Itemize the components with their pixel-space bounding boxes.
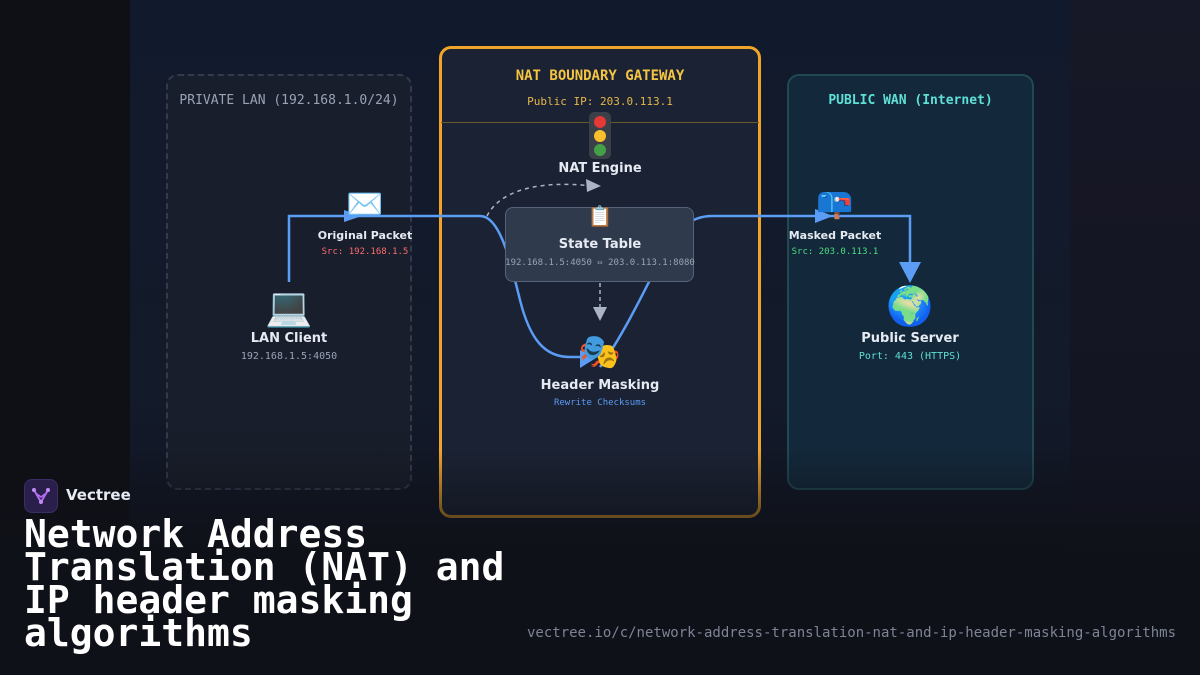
mailbox-icon: 📪 bbox=[816, 186, 854, 221]
public-server-port: Port: 443 (HTTPS) bbox=[858, 351, 962, 362]
arrow-to-original-packet bbox=[344, 210, 362, 222]
bottom-fade bbox=[0, 450, 1200, 675]
zone-title-lan: PRIVATE LAN (192.168.1.0/24) bbox=[179, 93, 399, 108]
public-ip-label: Public IP: 203.0.113.1 bbox=[527, 95, 673, 108]
nat-engine-label: NAT Engine bbox=[558, 161, 642, 176]
flow-path-outbound bbox=[287, 214, 588, 359]
header-masking-sub: Rewrite Checksums bbox=[553, 398, 647, 408]
private-lan-zone: PRIVATE LAN (192.168.1.0/24) bbox=[166, 74, 412, 490]
zone-title-wan: PUBLIC WAN (Internet) bbox=[828, 93, 993, 108]
arrow-to-header-masking bbox=[580, 350, 596, 368]
masked-packet-src: Src: 203.0.113.1 bbox=[791, 247, 879, 257]
original-packet-src: Src: 192.168.1.5 bbox=[321, 247, 409, 257]
arrow-to-public-server bbox=[899, 262, 921, 283]
state-table-mapping: 192.168.1.5:4050 ⇔ 203.0.113.1:8080 bbox=[505, 258, 695, 268]
vectree-logo-icon bbox=[24, 479, 58, 513]
lan-client-address: 192.168.1.5:4050 bbox=[240, 351, 338, 362]
zone-title-nat: NAT BOUNDARY GATEWAY bbox=[515, 68, 685, 84]
state-table-label: State Table bbox=[558, 237, 642, 252]
brand-name: Vectree bbox=[66, 486, 131, 504]
public-server-label: Public Server bbox=[861, 331, 959, 346]
state-table-box bbox=[505, 207, 694, 282]
header-masking-label: Header Masking bbox=[540, 378, 660, 393]
lookup-path bbox=[486, 183, 593, 217]
masked-packet-label: Masked Packet bbox=[788, 229, 882, 242]
lan-client-label: LAN Client bbox=[250, 331, 328, 346]
clipboard-icon: 📋 bbox=[587, 204, 613, 228]
laptop-icon: 💻 bbox=[265, 285, 313, 329]
arrow-to-nat-engine bbox=[586, 179, 601, 192]
page-title: Network Address Translation (NAT) and IP… bbox=[24, 512, 505, 655]
arrow-to-masked-packet bbox=[815, 209, 833, 223]
globe-icon: 🌍 bbox=[886, 284, 934, 328]
envelope-icon: ✉️ bbox=[346, 187, 384, 222]
original-packet-label: Original Packet bbox=[317, 229, 413, 242]
traffic-light-icon bbox=[589, 112, 611, 159]
masks-icon: 🎭 bbox=[578, 332, 622, 372]
arrow-down-masking bbox=[593, 307, 607, 321]
source-url[interactable]: vectree.io/c/network-address-translation… bbox=[526, 625, 1176, 641]
